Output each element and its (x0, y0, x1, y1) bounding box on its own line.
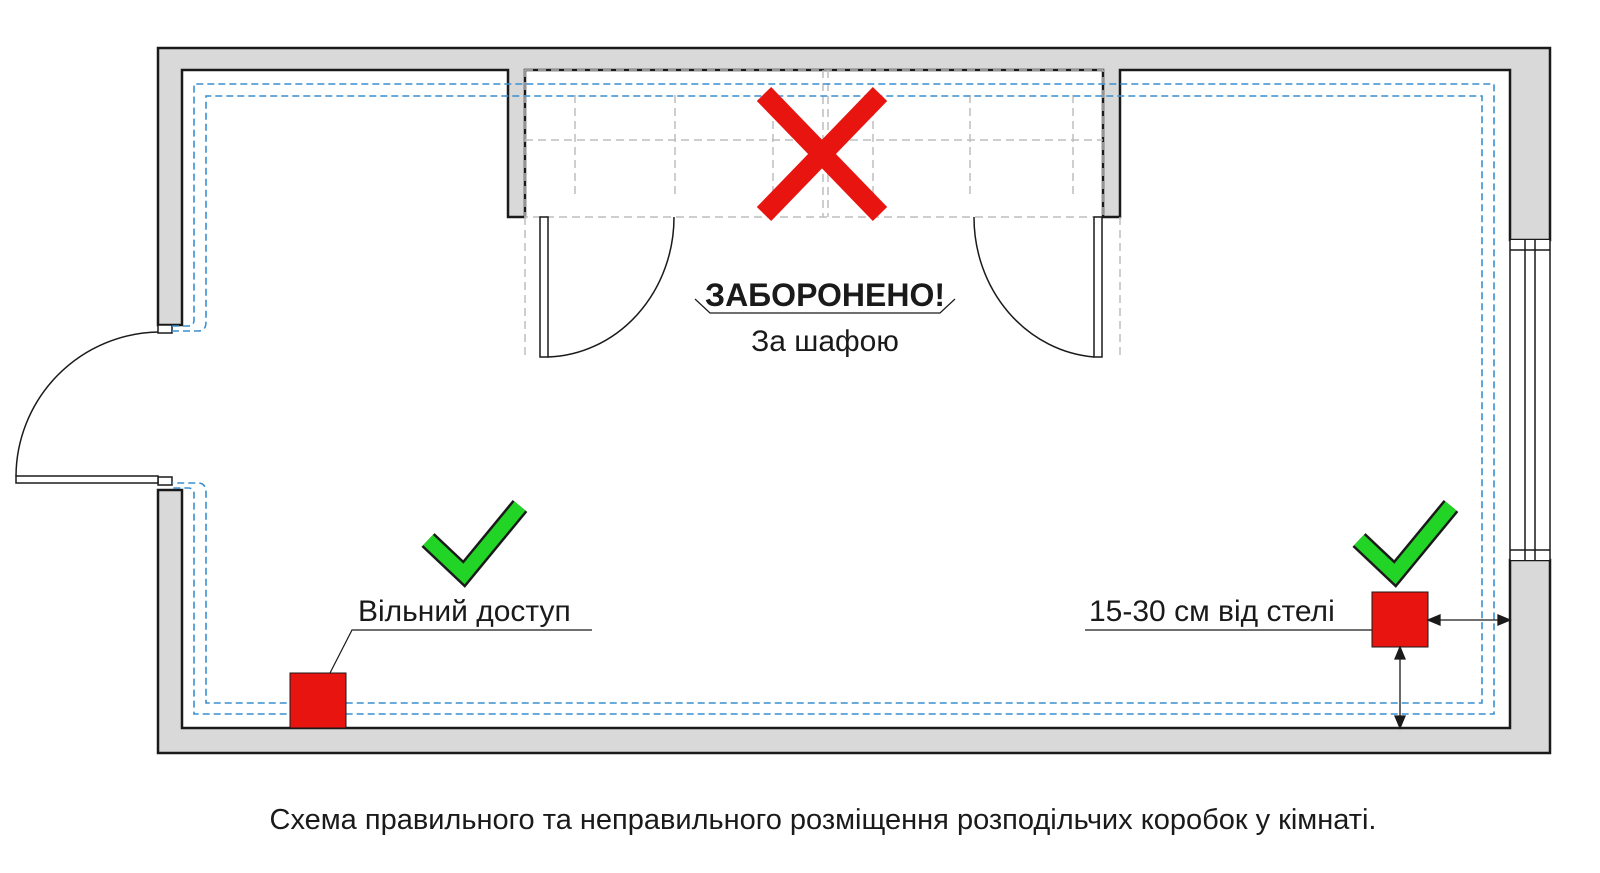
cross-icon (756, 87, 888, 221)
ceiling-distance-label: 15-30 см від стелі (1089, 595, 1335, 628)
walls (156, 46, 1552, 755)
wardrobe-doors (539, 216, 1103, 358)
dimension-arrows (1394, 614, 1512, 730)
checkmark-icon (423, 501, 526, 585)
wiring-inner (172, 95, 1483, 704)
leader-lines (329, 298, 1372, 674)
checkmark-icon (1354, 501, 1457, 585)
window (1509, 240, 1551, 560)
wardrobe (524, 69, 1121, 358)
junction-box-near-ceiling (1371, 591, 1429, 648)
wiring-routes (172, 83, 1495, 715)
entrance-door (15, 324, 173, 486)
forbidden-subtitle: За шафою (751, 325, 899, 358)
junction-box-free-access (289, 672, 347, 729)
wiring-outer (172, 83, 1495, 715)
forbidden-title: ЗАБОРОНЕНО! (705, 277, 945, 313)
diagram-caption: Схема правильного та неправильного розмі… (270, 804, 1377, 836)
free-access-label: Вільний доступ (358, 595, 571, 628)
